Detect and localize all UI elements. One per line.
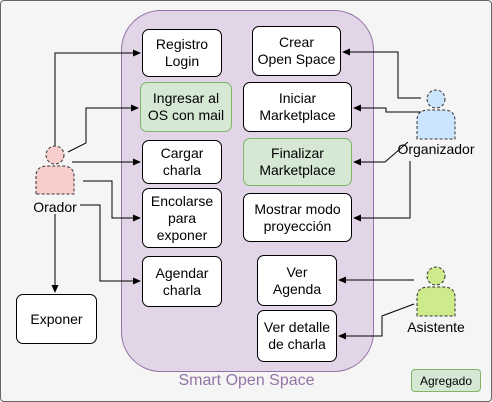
use-case-exponer: Exponer [16, 294, 97, 344]
actor-label-orador: Orador [33, 199, 77, 215]
use-case-ver-detalle: Ver detalle de charla [257, 310, 337, 362]
use-case-registro-login: Registro Login [142, 29, 222, 77]
use-case-encolarse: Encolarse para exponer [142, 188, 222, 248]
arrow-asistente-detalle [338, 303, 415, 340]
actor-label-organizador: Organizador [397, 141, 475, 157]
use-case-finalizar-marketplace: Finalizar Marketplace [243, 138, 352, 186]
use-case-iniciar-marketplace: Iniciar Marketplace [243, 82, 352, 132]
arrow-orador-agendar [80, 204, 141, 285]
actor-label-asistente: Asistente [407, 319, 465, 335]
arrow-organizador-iniciar [353, 104, 422, 113]
use-case-cargar-charla: Cargar charla [142, 140, 222, 184]
arrow-orador-registro [54, 49, 141, 146]
use-case-agendar-charla: Agendar charla [142, 256, 222, 307]
arrow-orador-encolarse [83, 180, 141, 222]
arrow-organizador-crear [342, 48, 421, 99]
asistente-actor-icon [416, 266, 456, 317]
orador-actor-icon [35, 145, 75, 195]
arrow-organizador-finalizar [353, 141, 409, 166]
legend-added: Agregado [411, 369, 481, 392]
use-case-ver-agenda: Ver Agenda [257, 255, 337, 306]
arrow-organizador-mostrar [353, 161, 411, 222]
use-case-ingresar-os: Ingresar al OS con mail [140, 82, 232, 132]
system-title: Smart Open Space [178, 372, 315, 389]
arrow-orador-ingresar [67, 104, 139, 153]
use-case-mostrar-proyeccion: Mostrar modo proyección [243, 193, 352, 242]
organizador-actor-icon [416, 89, 456, 140]
use-case-crear-open-space: Crear Open Space [252, 26, 341, 76]
